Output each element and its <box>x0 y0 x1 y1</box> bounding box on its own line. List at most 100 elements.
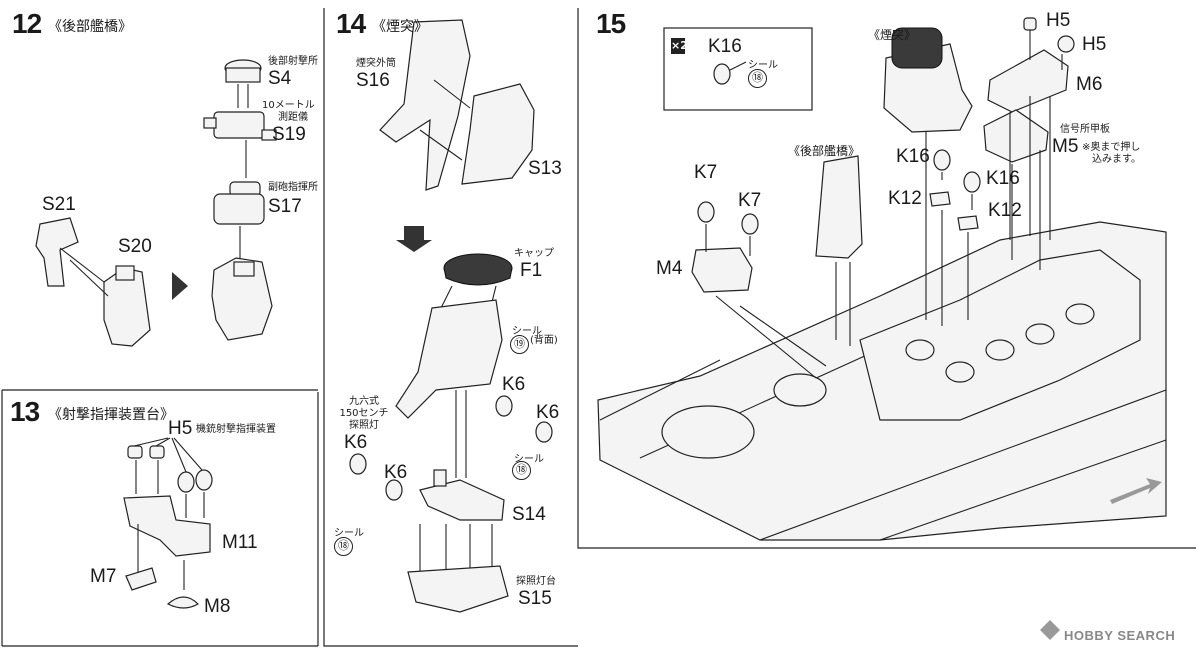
seal-18-b: ⑱ <box>334 537 353 556</box>
part-k7-shapes <box>697 201 759 235</box>
label-k6-b: K6 <box>536 402 560 423</box>
inset-box-k16 <box>663 27 813 111</box>
arrows-s14 <box>419 390 493 580</box>
label-h5: H5 <box>168 418 193 439</box>
s4-note: 後部射撃所 <box>268 56 318 67</box>
label-m11: M11 <box>222 532 258 553</box>
seal-19-wrap: ⑲ <box>510 332 529 354</box>
direction-arrow <box>1110 478 1162 504</box>
watermark-logo-mark <box>1040 620 1060 640</box>
part-m8-shape <box>166 596 199 609</box>
seal-19-label: シール <box>512 326 542 337</box>
part-m6-shape <box>987 49 1069 113</box>
frame-15 <box>577 8 1196 549</box>
x2-badge: ×2 <box>671 39 688 52</box>
s17-note: 副砲指揮所 <box>268 182 318 193</box>
label-m8: M8 <box>204 596 231 617</box>
m5-instr-2: 込みます。 <box>1092 154 1141 165</box>
down-arrow-14 <box>396 226 432 252</box>
part-s14-shape <box>419 469 505 521</box>
label-k6-d: K6 <box>384 462 408 483</box>
m5-instr-1: ※奥まで押し <box>1082 142 1141 153</box>
part-m5-shape <box>983 109 1049 163</box>
label-s13: S13 <box>528 158 562 179</box>
lamp-note-3: 探照灯 <box>349 420 379 431</box>
part-m11-shape <box>123 495 211 557</box>
label-s15: S15 <box>518 588 552 609</box>
s19-note-2: 測距儀 <box>278 112 308 123</box>
part-h5-shapes <box>127 445 213 493</box>
x2-badge-bg <box>671 38 685 54</box>
label-m6: M6 <box>1076 74 1103 95</box>
next-arrow-12 <box>172 272 188 300</box>
part-h5-15-shapes <box>1023 17 1075 53</box>
m5-note: 信号所甲板 <box>1060 124 1110 135</box>
part-s15-shape <box>407 565 509 613</box>
rear-bridge-note-15: 《後部艦橋》 <box>788 144 861 158</box>
arrows-h5 <box>135 460 205 518</box>
step-13-number: 13 <box>10 396 40 427</box>
inset-label-k16: K16 <box>708 36 742 57</box>
inset-seal-label: シール <box>748 60 778 71</box>
label-k7-a: K7 <box>694 162 718 183</box>
step-14-title: 《煙突》 <box>372 19 428 35</box>
part-s21-s20-shape <box>35 217 151 347</box>
assembly-leader-lines <box>705 30 1063 379</box>
step-13-title: 《射撃指揮装置台》 <box>48 407 174 423</box>
label-k6-a: K6 <box>502 374 526 395</box>
h5-leaders <box>133 437 203 473</box>
seal-leader <box>729 61 747 71</box>
s16-note: 煙突外筒 <box>356 58 396 69</box>
step-14-number: 14 <box>336 8 366 39</box>
label-m5: M5 <box>1052 136 1079 157</box>
lamp-note-1: 九六式 <box>349 396 379 407</box>
rear-bridge-15-shape <box>815 155 863 259</box>
seal-18-label-b: シール <box>334 528 364 539</box>
watermark-text: HOBBY SEARCH <box>1064 628 1176 643</box>
part-s13-shape <box>461 83 535 185</box>
label-k12-a: K12 <box>888 188 922 209</box>
label-s4: S4 <box>268 68 292 89</box>
part-s16-shape <box>379 19 471 191</box>
arrows-s16 <box>419 79 471 161</box>
label-s14: S14 <box>512 504 546 525</box>
label-m4: M4 <box>656 258 683 279</box>
h5-note: 機銃射撃指揮装置 <box>196 424 276 435</box>
inset-k16-shape <box>713 63 731 85</box>
label-k16-a: K16 <box>896 146 930 167</box>
seal-18-a-wrap: ⑱ <box>512 458 531 480</box>
seal-19-number: ⑲ <box>510 335 529 354</box>
assembled-12-shape <box>211 257 273 341</box>
funnel-note-15: 《煙突》 <box>868 28 917 42</box>
part-m4-shape <box>691 247 753 293</box>
step-12-title: 《後部艦橋》 <box>48 19 132 35</box>
label-h5-b: H5 <box>1082 34 1107 55</box>
arrows-s21 <box>59 247 109 297</box>
label-h5-a: H5 <box>1046 10 1071 31</box>
part-s4-shape <box>224 59 262 83</box>
label-k12-b: K12 <box>988 200 1022 221</box>
superstructure-shape <box>859 249 1141 421</box>
step-15-number: 15 <box>596 8 626 39</box>
part-f1-shape <box>443 253 513 286</box>
label-k7-b: K7 <box>738 190 762 211</box>
label-s16: S16 <box>356 70 390 91</box>
s15-note: 探照灯台 <box>516 576 556 587</box>
arrow-s4 <box>237 84 249 108</box>
funnel-assembled-shape <box>395 299 503 419</box>
frame-14 <box>323 8 578 647</box>
step-12-number: 12 <box>12 8 42 39</box>
part-s17-shape <box>213 181 265 225</box>
f1-note: キャップ <box>514 248 554 259</box>
s19-note-1: 10メートル <box>262 100 315 111</box>
inset-seal-18: ⑱ <box>748 69 767 88</box>
seal-18-b-wrap: ⑱ <box>334 534 353 556</box>
label-s20: S20 <box>118 236 152 257</box>
part-k6-shapes <box>349 395 553 501</box>
label-k16-b: K16 <box>986 168 1020 189</box>
part-k12-shapes <box>929 191 979 231</box>
turret-deck-shape <box>661 373 827 459</box>
lamp-note-2: 150センチ <box>339 408 389 419</box>
seal-18-a: ⑱ <box>512 461 531 480</box>
